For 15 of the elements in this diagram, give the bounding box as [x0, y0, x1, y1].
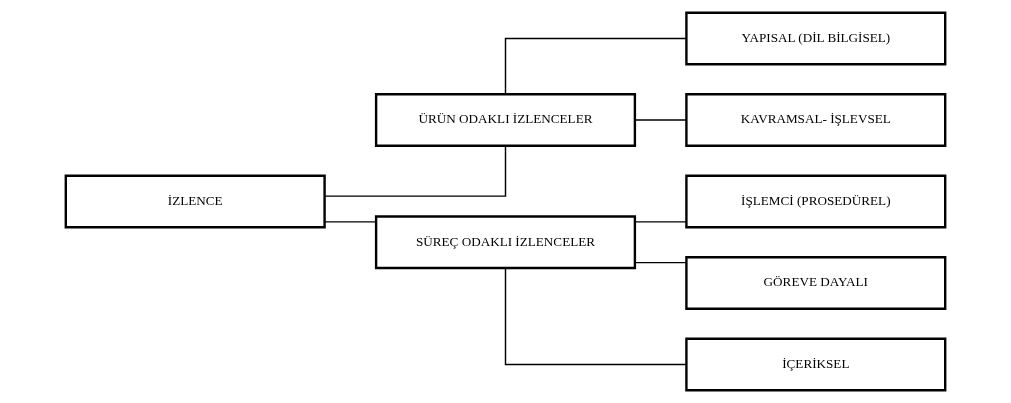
connector — [324, 221, 377, 223]
connector — [504, 267, 687, 366]
connector — [504, 37, 687, 95]
node-box: İÇERİKSEL — [685, 337, 947, 392]
connector — [634, 261, 687, 264]
connector — [634, 221, 687, 223]
node-box: KAVRAMSAL- İŞLEVSEL — [685, 93, 947, 147]
node-box: İZLENCE — [64, 174, 326, 229]
node-box: YAPISAL (DİL BİLGİSEL) — [685, 11, 947, 66]
node-box: ÜRÜN ODAKLI İZLENCELER — [374, 93, 637, 147]
node-box: İŞLEMCİ (PROSEDÜREL) — [685, 174, 947, 229]
connector — [634, 119, 687, 121]
node-box: GÖREVE DAYALI — [685, 256, 947, 310]
node-box: SÜREÇ ODAKLI İZLENCELER — [374, 215, 637, 270]
connector — [324, 145, 507, 197]
